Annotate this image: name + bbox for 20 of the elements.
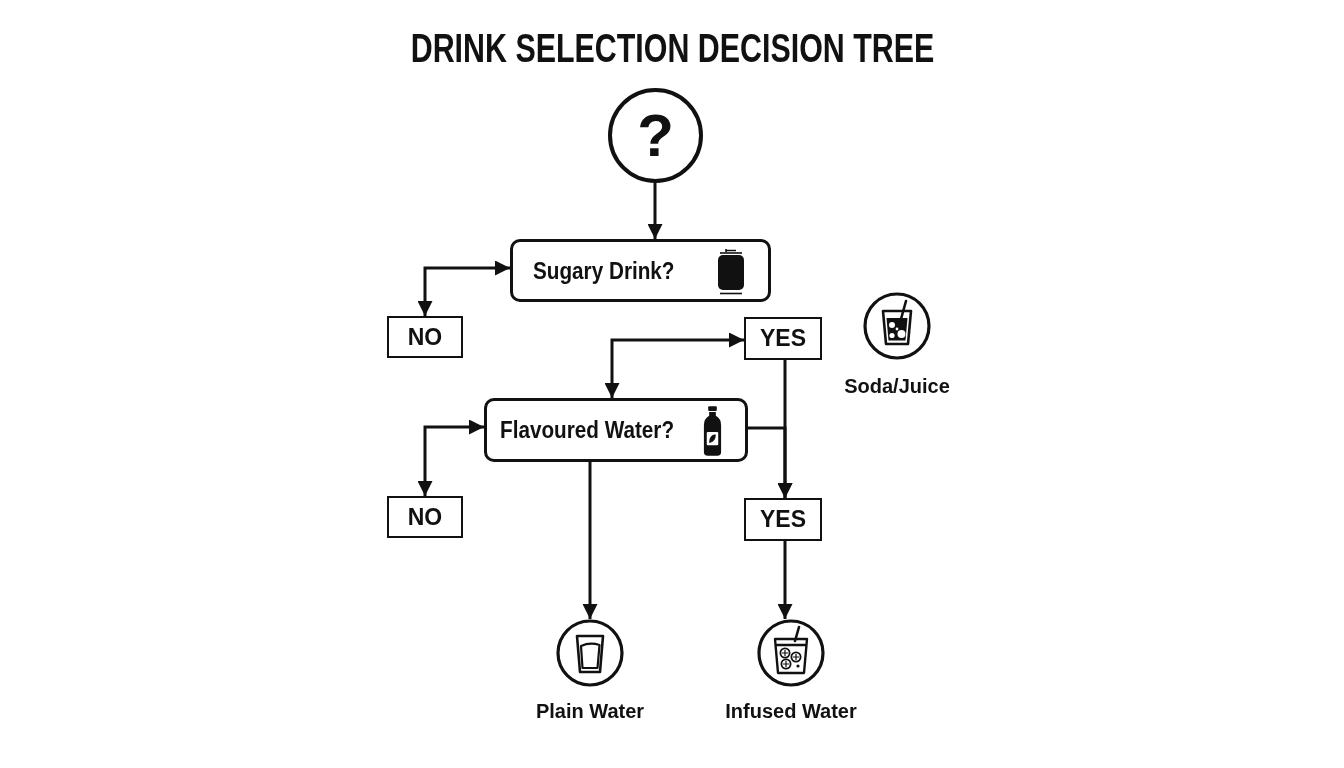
decision-box [484,398,748,462]
decision-text: Sugary Drink? [533,256,675,285]
result-label: Soda/Juice [843,374,951,398]
answer-box: NO [387,316,463,358]
result-label: Infused Water [724,699,858,723]
arrow [748,426,793,498]
arrow [417,260,510,316]
diagram-title: DRINK SELECTION DECISION TREE [410,25,934,72]
decision-text: Flavoured Water? [500,416,675,444]
arrow [777,541,793,619]
question-mark: ? [637,103,674,168]
answer-box: YES [744,498,822,541]
arrow [582,462,598,619]
result-label: Plain Water [534,699,646,723]
answer-box: NO [387,496,463,538]
arrow [647,183,663,239]
arrow [604,332,744,398]
answer-box: YES [744,317,822,360]
decision-box [510,239,771,302]
arrow [417,419,484,496]
